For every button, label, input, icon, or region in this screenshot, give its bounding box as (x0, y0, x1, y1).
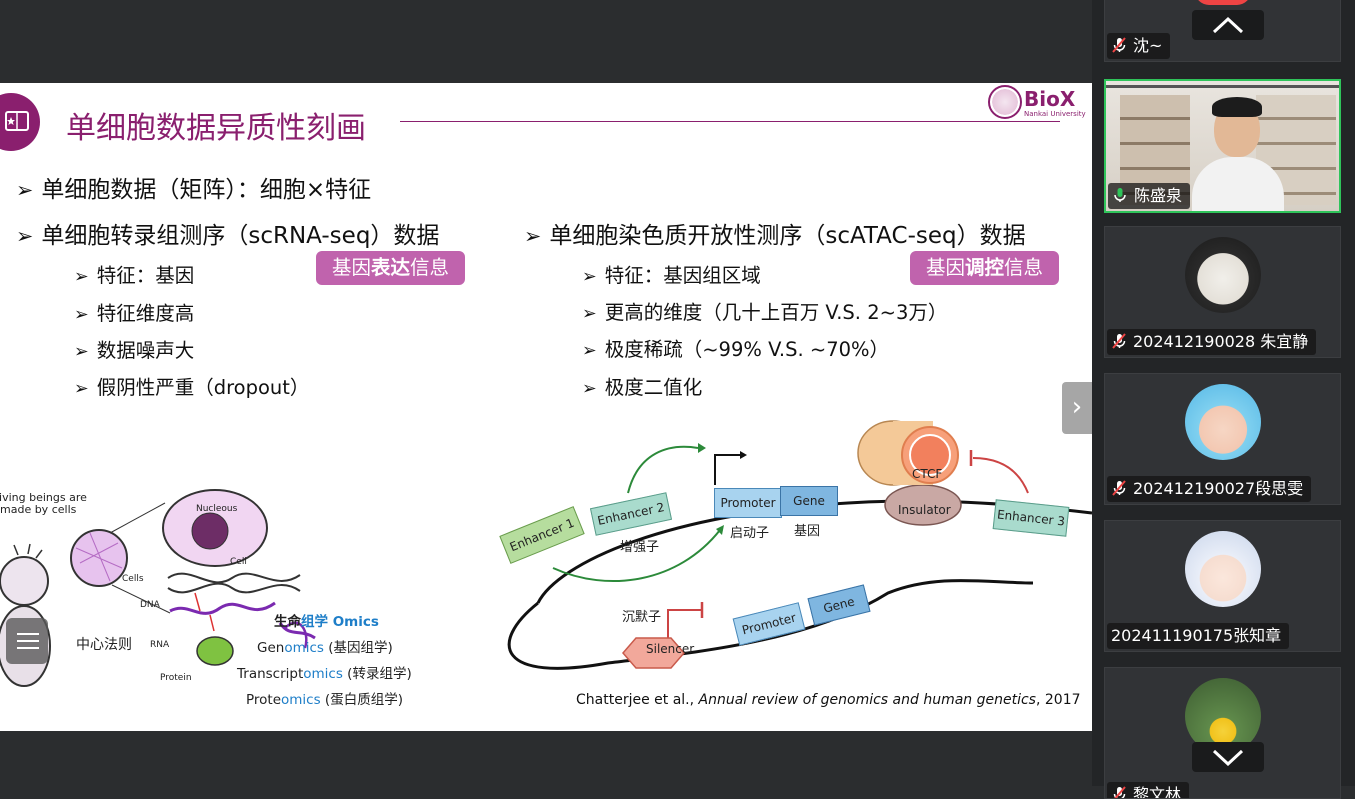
label-cell: Cell (230, 557, 247, 567)
book-star-icon (0, 93, 40, 151)
scrna-item: ➢特征维度高 (74, 302, 195, 325)
logo-subtitle: Nankai University (1024, 110, 1086, 118)
label-silencer: Silencer (646, 642, 695, 656)
label-cells: Cells (122, 574, 144, 584)
biox-logo: BioX Nankai University (988, 85, 1086, 121)
participant-tile[interactable]: 202412190027段思雯 (1104, 373, 1341, 505)
label-promoter-cn: 启动子 (730, 526, 770, 541)
omics-genomics: Genomics (基因组学) (257, 640, 393, 656)
title-underline (400, 121, 1060, 122)
logo-text: BioX (1024, 87, 1076, 111)
chevron-up-icon (1212, 16, 1244, 34)
tag-gene-regulation: 基因调控信息 (910, 251, 1060, 285)
label-living-beings: living beings are (0, 491, 87, 504)
next-slide-button[interactable]: › (1062, 382, 1092, 434)
bullet-scatac-heading: ➢单细胞染色质开放性测序（scATAC-seq）数据 (524, 223, 1026, 249)
chevron-down-icon (1212, 749, 1244, 766)
participant-tile[interactable]: 202411190175张知章 (1104, 520, 1341, 652)
scatac-item: ➢极度二值化 (582, 376, 703, 399)
mic-muted-icon (1112, 480, 1126, 496)
avatar (1185, 678, 1261, 754)
arrow-bullet-icon: ➢ (582, 379, 597, 399)
avatar (1185, 237, 1261, 313)
arrow-bullet-icon: ➢ (524, 224, 542, 248)
arrow-bullet-icon: ➢ (74, 379, 89, 399)
arrow-bullet-icon: ➢ (74, 305, 89, 325)
label-nucleous: Nucleous (196, 504, 238, 514)
scrna-item: ➢数据噪声大 (74, 339, 195, 362)
participant-tile-speaking[interactable]: 陈盛泉 (1104, 79, 1341, 213)
scroll-down-button[interactable] (1192, 742, 1264, 772)
mic-muted-icon (1112, 333, 1126, 349)
participant-tile[interactable]: 202412190028 朱宜静 (1104, 226, 1341, 358)
mic-muted-icon (1112, 37, 1126, 53)
citation: Chatterjee et al., Annual review of geno… (576, 692, 1081, 708)
mic-icon (1114, 188, 1126, 202)
scatac-item: ➢更高的维度（几十上百万 V.S. 2~3万） (582, 301, 948, 324)
participant-name: 陈盛泉 (1108, 183, 1191, 209)
scroll-up-button[interactable] (1192, 10, 1264, 40)
participant-name: 202411190175张知章 (1107, 623, 1290, 649)
label-protein: Protein (160, 673, 192, 683)
participant-tile[interactable]: 黎文林 (1104, 667, 1341, 799)
avatar (1185, 384, 1261, 460)
scatac-item: ➢极度稀疏（~99% V.S. ~70%） (582, 338, 890, 361)
scatac-item: ➢特征：基因组区域 (582, 264, 761, 287)
gene-regulation-diagram (507, 420, 1092, 670)
university-seal-icon (988, 85, 1022, 119)
label-dna: DNA (140, 600, 160, 610)
slide-menu-button[interactable] (6, 618, 48, 664)
label-central-dogma: 中心法则 (76, 637, 132, 653)
arrow-bullet-icon: ➢ (74, 267, 89, 287)
promoter-box: Promoter (714, 488, 782, 518)
arrow-bullet-icon: ➢ (582, 341, 597, 361)
participant-name: 202412190027段思雯 (1107, 476, 1312, 502)
gene-box: Gene (780, 486, 838, 516)
label-gene-cn: 基因 (794, 524, 821, 539)
mic-muted-icon (1113, 786, 1126, 798)
avatar (1195, 0, 1251, 5)
arrow-bullet-icon: ➢ (16, 224, 34, 248)
participant-name: 202412190028 朱宜静 (1107, 329, 1317, 355)
shared-screen-area: 单细胞数据异质性刻画 BioX Nankai University ➢单细胞数据… (0, 83, 1092, 731)
chevron-right-icon: › (1071, 392, 1083, 422)
omics-title: 生命组学 Omics (274, 614, 379, 630)
scrna-item: ➢特征：基因 (74, 264, 195, 287)
arrow-bullet-icon: ➢ (582, 267, 597, 287)
label-silencer-cn: 沉默子 (622, 610, 662, 625)
presentation-slide: 单细胞数据异质性刻画 BioX Nankai University ➢单细胞数据… (0, 83, 1092, 731)
tag-gene-expression: 基因表达信息 (316, 251, 466, 285)
slide-title: 单细胞数据异质性刻画 (66, 111, 366, 146)
label-enhancer-cn: 增强子 (620, 540, 660, 555)
arrow-bullet-icon: ➢ (16, 178, 34, 202)
participant-name: 黎文林 (1107, 782, 1190, 798)
arrow-bullet-icon: ➢ (582, 304, 597, 324)
label-ctcf: CTCF (912, 467, 943, 481)
label-made-by-cells: made by cells (0, 503, 77, 516)
label-insulator: Insulator (898, 503, 951, 517)
participant-name: 沈~ (1107, 33, 1171, 59)
label-rna: RNA (150, 640, 170, 650)
omics-transcriptomics: Transcriptomics (转录组学) (237, 666, 412, 682)
scrna-item: ➢假阴性严重（dropout） (74, 376, 310, 399)
arrow-bullet-icon: ➢ (74, 342, 89, 362)
avatar (1185, 531, 1261, 607)
bullet-scrna-heading: ➢单细胞转录组测序（scRNA-seq）数据 (16, 223, 440, 249)
participant-video (1106, 81, 1339, 211)
bullet-main: ➢单细胞数据（矩阵）：细胞×特征 (16, 177, 372, 203)
omics-proteomics: Proteomics (蛋白质组学) (246, 692, 403, 708)
